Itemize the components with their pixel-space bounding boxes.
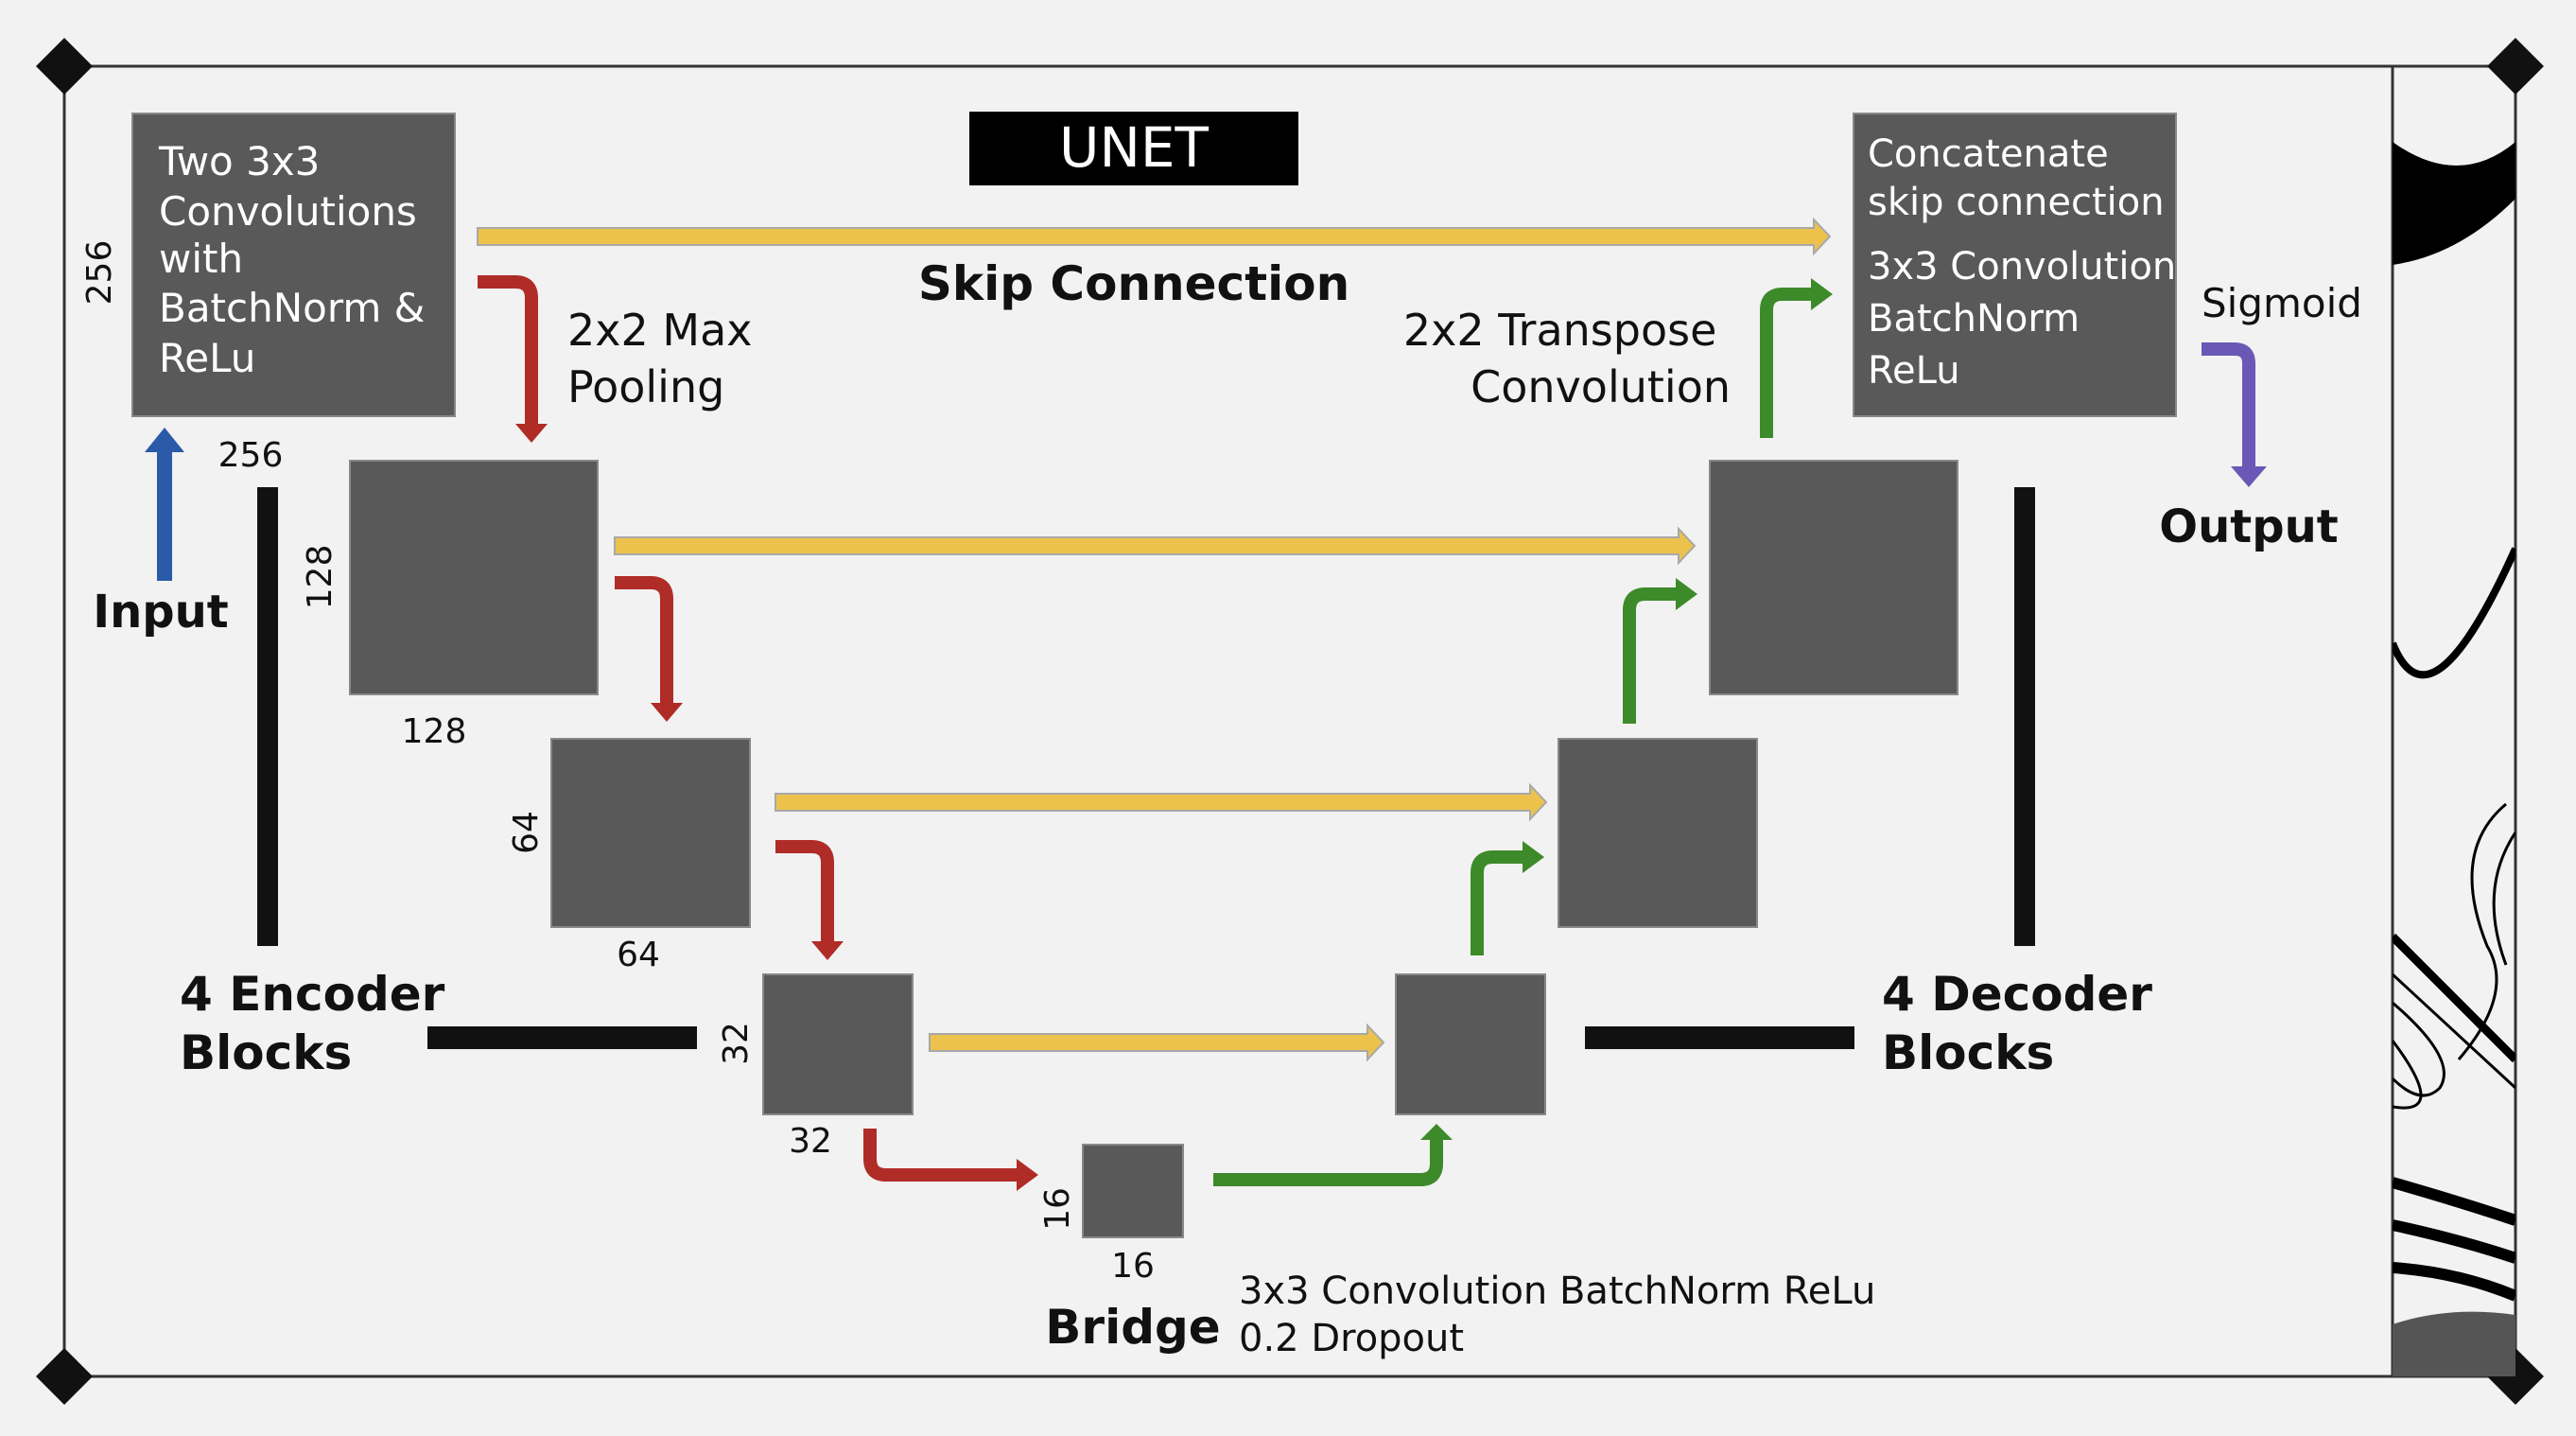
decorative-pattern	[2393, 142, 2515, 1376]
corner-diamond-bl	[36, 1348, 93, 1405]
input-label: Input	[93, 586, 229, 639]
upsample-arrow-head	[1676, 578, 1697, 610]
bridge-label: Bridge	[1045, 1300, 1220, 1355]
corner-diamond-tr	[2487, 38, 2544, 95]
pool-arrow-head	[515, 424, 548, 443]
skip-arrows	[477, 217, 1832, 1062]
pool-arrow-head	[811, 941, 844, 960]
sigmoid-label: Sigmoid	[2202, 280, 2362, 326]
corner-diamond-tl	[36, 38, 93, 95]
decoder-desc-line: ReLu	[1868, 349, 1960, 393]
max-pooling-label: Pooling	[567, 361, 724, 412]
decoder-desc-line: Concatenate	[1868, 132, 2109, 176]
dim-32-bottom: 32	[789, 1122, 832, 1161]
dim-16-side: 16	[1038, 1187, 1077, 1231]
upsample-arrow-head	[1811, 278, 1833, 310]
encoder-desc-line: with	[159, 236, 243, 282]
upsample-arrows	[1213, 288, 1811, 1186]
decoder-bracket	[1585, 487, 2035, 1049]
bridge-block-16	[1082, 1144, 1184, 1238]
dim-16-bottom: 16	[1111, 1247, 1155, 1286]
pool-arrow-head	[1017, 1159, 1038, 1191]
dim-256-bottom: 256	[218, 436, 284, 475]
dim-128-bottom: 128	[402, 712, 467, 751]
dim-32-side: 32	[717, 1022, 756, 1065]
decoder-block-32	[1395, 973, 1546, 1115]
skip-arrow-32	[929, 1023, 1385, 1062]
skip-arrow-128	[614, 526, 1697, 566]
encoder-block-128	[349, 460, 599, 695]
encoder-desc-line: BatchNorm &	[159, 285, 425, 331]
skip-connection-label: Skip Connection	[918, 256, 1349, 311]
sigmoid-arrow	[2202, 342, 2267, 487]
max-pooling-label: 2x2 Max	[567, 305, 752, 356]
svg-text:2x2 Max Pooling: 2x2 Max Pooling	[567, 305, 766, 412]
svg-text:4 Decoder Blocks: 4 Decoder Blocks	[1882, 967, 2168, 1080]
dim-128-side: 128	[301, 545, 339, 610]
bridge-desc-line: 3x3 Convolution BatchNorm ReLu	[1239, 1270, 1875, 1313]
encoder-desc-line: Convolutions	[159, 188, 417, 235]
encoder-blocks-label: 4 Encoder	[180, 967, 445, 1022]
transpose-conv-label: Convolution	[1471, 361, 1731, 412]
svg-text:3x3 Convolution BatchNorm ReLu: 3x3 Convolution BatchNorm ReLu 0.2 Dropo…	[1239, 1270, 1888, 1360]
decoder-desc-line: skip connection	[1868, 181, 2165, 224]
encoder-block-64	[550, 738, 751, 928]
decoder-desc-line: BatchNorm	[1868, 297, 2080, 341]
pool-arrow-head	[651, 703, 683, 722]
dim-256-side: 256	[80, 240, 119, 306]
frame	[36, 38, 2544, 1405]
output-label: Output	[2159, 500, 2338, 553]
svg-text:2x2 Transpose Convolution: 2x2 Transpose Convolution	[1403, 305, 1731, 412]
transpose-conv-label: 2x2 Transpose	[1403, 305, 1717, 356]
encoder-block-32	[762, 973, 914, 1115]
encoder-blocks-label: Blocks	[180, 1025, 352, 1080]
bridge-desc-line: 0.2 Dropout	[1239, 1317, 1464, 1360]
encoder-desc-line: Two 3x3	[158, 138, 320, 184]
svg-text:Two 3x3 Convolutions: Two 3x3 Convolutions with BatchNorm & Re…	[158, 138, 438, 381]
encoder-bracket	[257, 487, 697, 1049]
decoder-block-64	[1558, 738, 1758, 928]
dim-64-bottom: 64	[617, 936, 660, 974]
decoder-block-128	[1709, 460, 1958, 695]
pool-arrows	[478, 275, 1017, 1182]
title: UNET	[1059, 115, 1209, 180]
skip-arrow-256	[477, 217, 1832, 256]
skip-arrow-64	[775, 782, 1548, 822]
decoder-desc-line: 3x3 Convolution	[1868, 245, 2176, 289]
encoder-info-box: Two 3x3 Convolutions with BatchNorm & Re…	[131, 113, 456, 417]
decoder-blocks-label: 4 Decoder	[1882, 967, 2152, 1022]
svg-text:4 Encoder Blocks: 4 Encoder Blocks	[180, 967, 461, 1080]
decoder-info-box: Concatenate skip connection 3x3 Convolut…	[1853, 113, 2188, 417]
dim-64-side: 64	[507, 811, 546, 854]
input-arrow	[145, 428, 184, 581]
upsample-arrow-head	[1420, 1124, 1453, 1140]
title-box: UNET	[969, 112, 1298, 185]
encoder-desc-line: ReLu	[159, 335, 255, 381]
svg-text:Concatenate skip connect: Concatenate skip connection 3x3 Convolut…	[1868, 132, 2188, 393]
upsample-arrow-head	[1523, 841, 1544, 873]
decoder-blocks-label: Blocks	[1882, 1025, 2054, 1080]
